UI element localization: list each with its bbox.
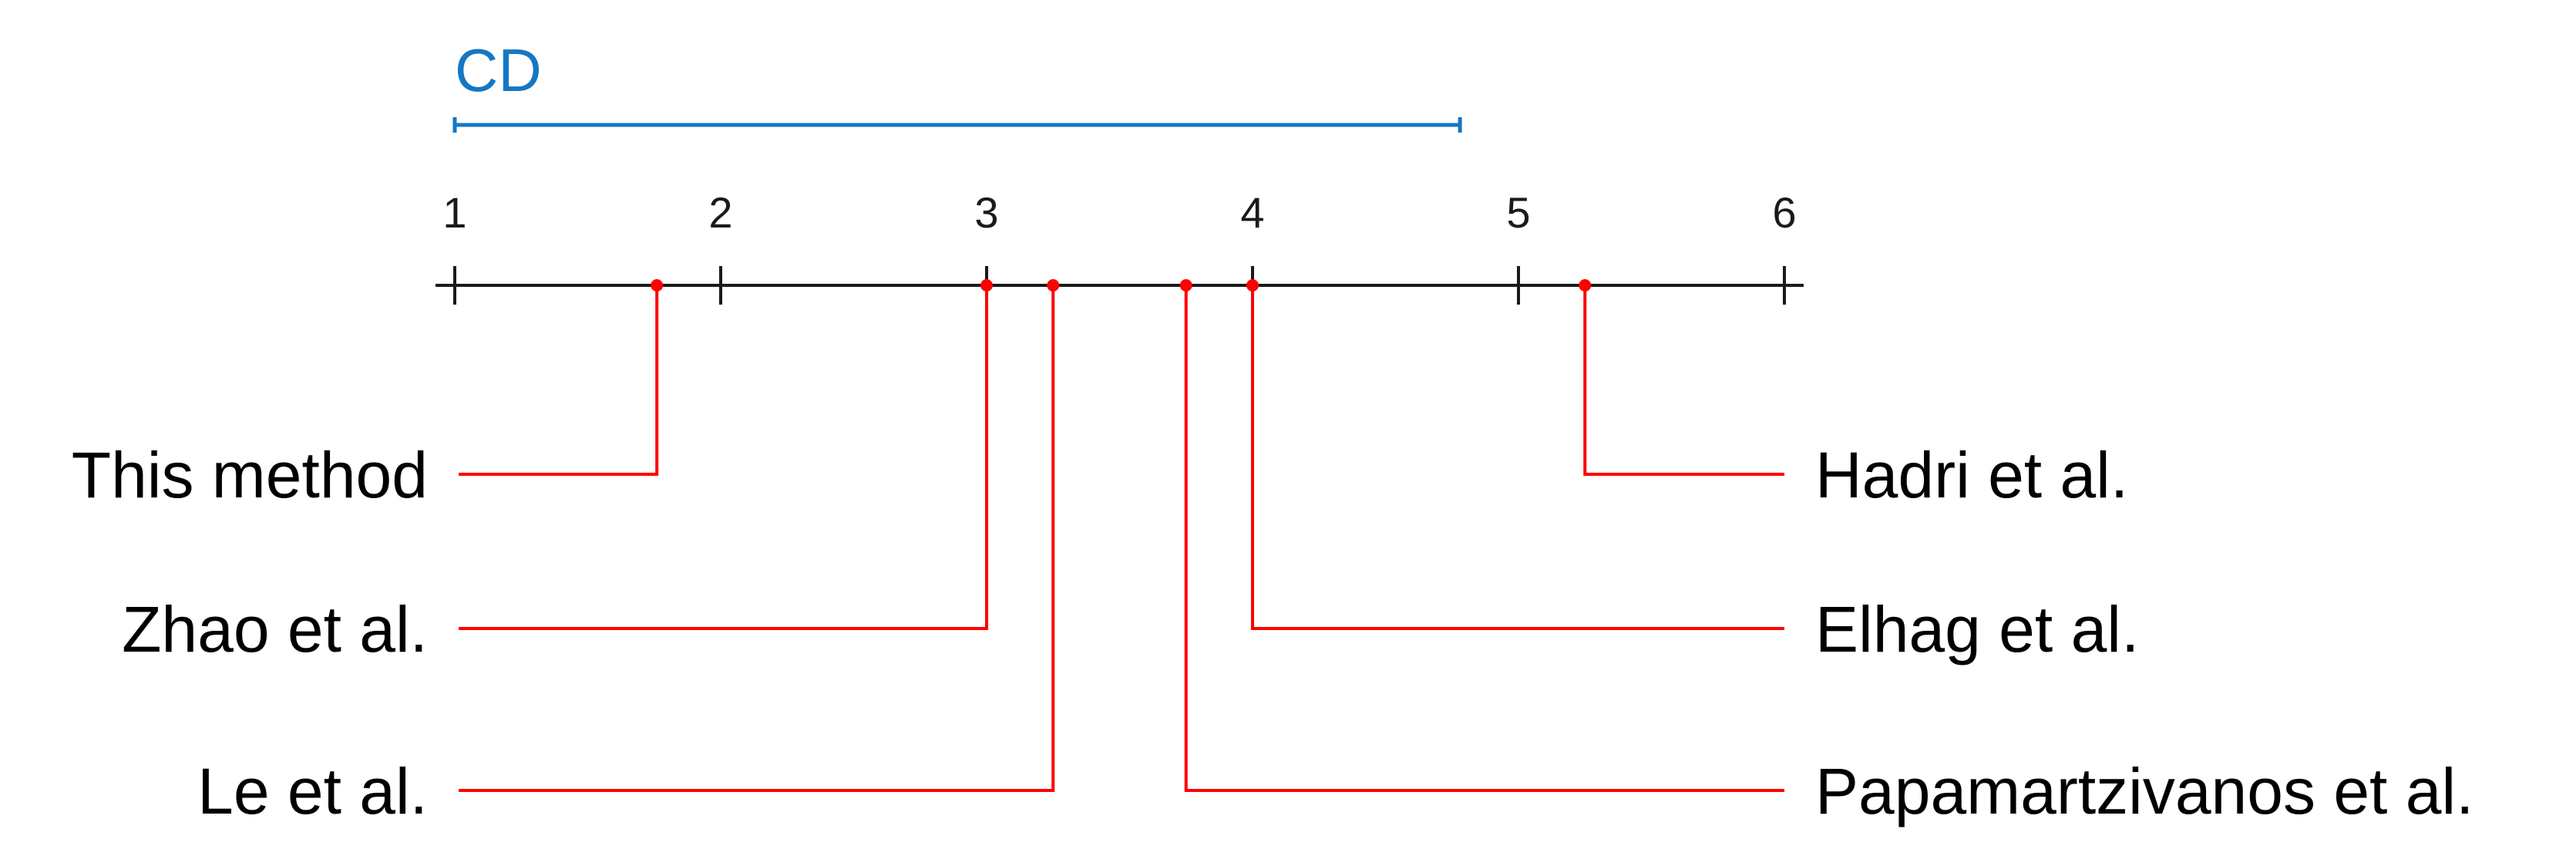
method-label: Le et al. [197,755,428,827]
method-label: Papamartzivanos et al. [1815,755,2473,827]
method-connector [459,285,1055,792]
method-label: This method [72,439,428,511]
method-connector [1251,285,1784,630]
rank-point [651,279,664,292]
axis-tick-label: 3 [974,188,998,237]
axis-tick-label: 1 [442,188,466,237]
rank-point [1047,279,1060,292]
axis-tick-label: 2 [708,188,732,237]
method-label: Elhag et al. [1815,593,2139,666]
axis-tick-label: 5 [1506,188,1530,237]
rank-point [980,279,993,292]
rank-point [1579,279,1592,292]
axis-tick-label: 6 [1772,188,1796,237]
method-connector [459,285,988,630]
cd-label: CD [455,36,542,104]
rank-point [1246,279,1259,292]
method-connector [459,285,659,476]
rank-point [1179,279,1192,292]
method-connector [1583,285,1784,476]
axis-tick-label: 4 [1240,188,1264,237]
method-connector [1184,285,1784,792]
method-label: Zhao et al. [122,593,428,666]
method-label: Hadri et al. [1815,439,2128,511]
